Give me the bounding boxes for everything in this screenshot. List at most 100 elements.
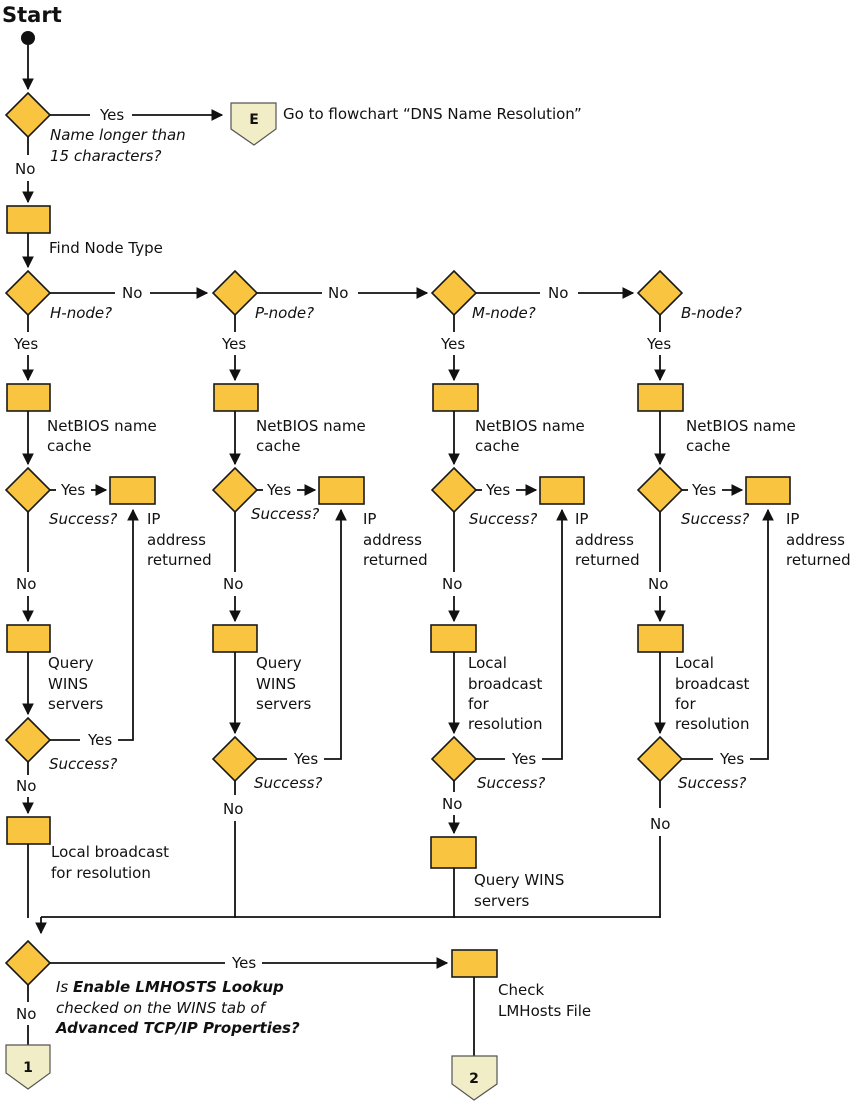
- query-wins-line2: WINS: [48, 675, 88, 693]
- netbios-label-line1: NetBIOS name: [686, 417, 796, 435]
- local-broadcast-short2: broadcast: [675, 675, 750, 693]
- check-lmhosts-line1: Check: [498, 981, 544, 999]
- ip-label-line3: returned: [786, 551, 850, 569]
- process-ip-returned-h: [109, 476, 156, 505]
- no-label: No: [442, 575, 462, 593]
- ip-label-line2: address: [786, 531, 845, 549]
- connector-1-label: 1: [23, 1060, 33, 1076]
- success-label: Success?: [469, 510, 537, 528]
- no-label: No: [548, 284, 568, 302]
- no-label: No: [16, 1005, 36, 1023]
- question-line-2: 15 characters?: [50, 147, 161, 165]
- yes-label: Yes: [719, 750, 744, 768]
- m-node-label: M-node?: [472, 304, 536, 322]
- h-node-label: H-node?: [50, 304, 112, 322]
- yes-label: Yes: [87, 731, 112, 749]
- no-label: No: [650, 815, 670, 833]
- query-wins-line2: WINS: [256, 675, 296, 693]
- decision-p-node: [211, 269, 259, 317]
- process-check-lmhosts: [451, 949, 498, 978]
- no-label: No: [328, 284, 348, 302]
- ip-label-line2: address: [363, 531, 422, 549]
- local-broadcast-line2: for resolution: [51, 864, 151, 882]
- decision-success-broadcast-b: [636, 735, 684, 783]
- lmhosts-question-line2: checked on the WINS tab of: [56, 999, 268, 1017]
- success-label: Success?: [49, 755, 117, 773]
- connector-e: [230, 102, 277, 146]
- local-broadcast-line1: Local broadcast: [51, 843, 169, 861]
- process-ip-returned-b: [745, 476, 791, 505]
- no-label: No: [223, 575, 243, 593]
- process-netbios-cache-m: [432, 383, 479, 412]
- query-wins-line3: servers: [48, 695, 103, 713]
- netbios-label-line2: cache: [256, 437, 300, 455]
- no-label: No: [16, 575, 36, 593]
- success-label: Success?: [254, 774, 322, 792]
- start-title: Start: [2, 3, 62, 27]
- local-broadcast-short4: resolution: [675, 715, 749, 733]
- process-local-broadcast-b: [637, 624, 684, 653]
- process-ip-returned-p: [318, 476, 365, 505]
- decision-success-cache-h: [4, 466, 52, 514]
- ip-label-line1: IP: [147, 510, 160, 528]
- netbios-label-line2: cache: [475, 437, 519, 455]
- process-netbios-cache-h: [6, 383, 51, 412]
- decision-name-length: [4, 91, 52, 139]
- connector-e-label: E: [249, 112, 259, 128]
- goto-dns-text: Go to flowchart “DNS Name Resolution”: [283, 105, 582, 123]
- local-broadcast-short2: broadcast: [468, 675, 543, 693]
- yes-label: Yes: [440, 335, 465, 353]
- process-query-wins-m: [430, 836, 477, 869]
- no-label: No: [122, 284, 142, 302]
- decision-success-cache-b: [636, 466, 684, 514]
- local-broadcast-short3: for: [675, 695, 696, 713]
- local-broadcast-short1: Local: [675, 654, 714, 672]
- process-query-wins-h: [6, 624, 51, 653]
- yes-label: Yes: [511, 750, 536, 768]
- decision-lmhosts: [4, 939, 52, 987]
- ip-label-line3: returned: [363, 551, 428, 569]
- p-node-label: P-node?: [255, 304, 314, 322]
- b-node-label: B-node?: [681, 304, 742, 322]
- connector-2: [451, 1055, 498, 1101]
- process-netbios-cache-b: [637, 383, 684, 412]
- yes-label: Yes: [60, 481, 85, 499]
- query-wins-line3: servers: [256, 695, 311, 713]
- success-label: Success?: [477, 774, 545, 792]
- local-broadcast-short1: Local: [468, 654, 507, 672]
- lmhosts-q-bold: Enable LMHOSTS Lookup: [73, 978, 284, 996]
- netbios-label-line2: cache: [47, 437, 91, 455]
- success-label: Success?: [251, 505, 319, 523]
- no-label: No: [223, 800, 243, 818]
- lmhosts-q-prefix: Is: [56, 978, 73, 996]
- yes-label: Yes: [221, 335, 246, 353]
- connector-line: [324, 508, 347, 760]
- ip-label-line3: returned: [147, 551, 212, 569]
- no-label: No: [648, 575, 668, 593]
- query-wins-line1: Query: [48, 654, 94, 672]
- connector-line: [542, 508, 568, 760]
- process-ip-returned-m: [539, 476, 585, 505]
- netbios-label-line1: NetBIOS name: [256, 417, 366, 435]
- decision-success-cache-m: [430, 466, 478, 514]
- no-label: No: [16, 777, 36, 795]
- query-wins-single-line1: Query WINS: [474, 871, 564, 889]
- decision-success-wins-p: [211, 735, 259, 783]
- local-broadcast-short3: for: [468, 695, 489, 713]
- decision-success-wins-h: [4, 716, 52, 764]
- find-node-text: Find Node Type: [49, 239, 163, 257]
- yes-label: Yes: [691, 481, 716, 499]
- no-label: No: [15, 160, 35, 178]
- decision-m-node: [430, 269, 478, 317]
- netbios-label-line1: NetBIOS name: [47, 417, 157, 435]
- lmhosts-question-line3: Advanced TCP/IP Properties?: [55, 1019, 300, 1037]
- yes-label: Yes: [646, 335, 671, 353]
- query-wins-line1: Query: [256, 654, 302, 672]
- decision-b-node: [636, 269, 684, 317]
- local-broadcast-short4: resolution: [468, 715, 542, 733]
- ip-label-line1: IP: [575, 510, 588, 528]
- connector-1: [5, 1044, 51, 1090]
- process-find-node: [6, 205, 51, 234]
- ip-label-line1: IP: [363, 510, 376, 528]
